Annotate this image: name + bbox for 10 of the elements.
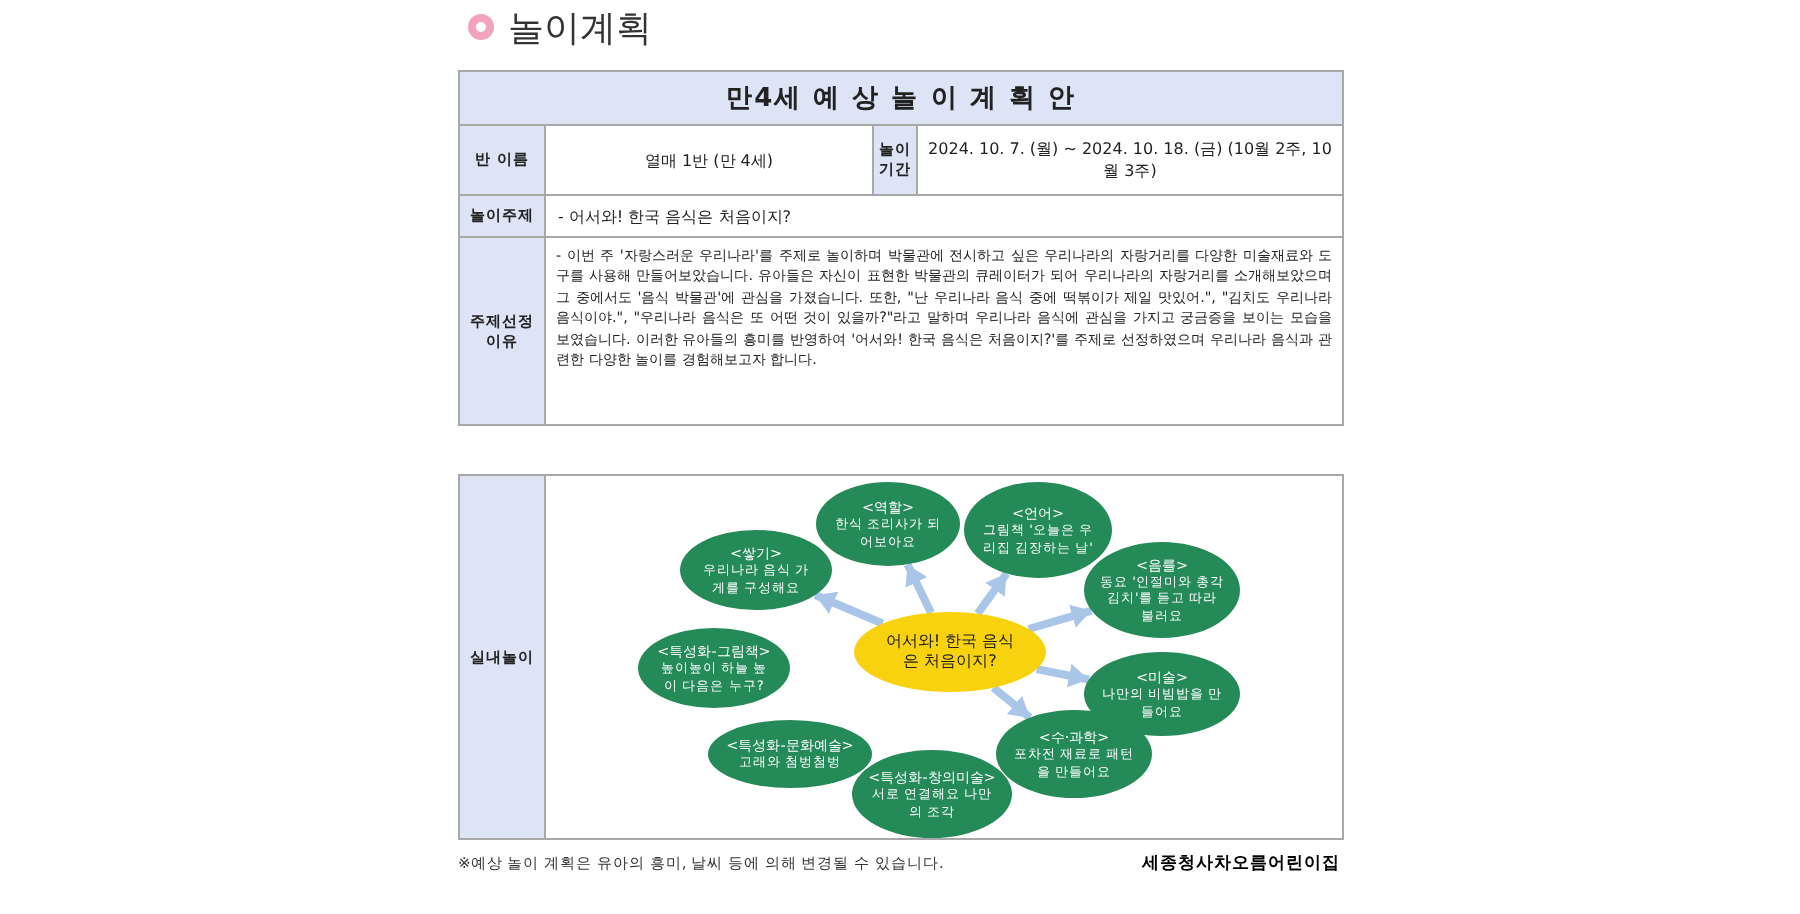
arrow — [904, 562, 935, 615]
arrow — [1035, 663, 1090, 688]
page-heading: 놀이계획 — [508, 6, 654, 52]
arrow — [813, 591, 885, 628]
table-title: 만4세 예 상 놀 이 계 획 안 — [458, 70, 1344, 126]
arrow — [974, 571, 1010, 617]
topic-ellipse: 어서와! 한국 음식은 처음이지? — [854, 612, 1046, 692]
arrow — [1027, 604, 1093, 633]
organization-name: 세종청사차오름어린이집 — [1139, 852, 1340, 878]
arrow — [990, 684, 1033, 721]
